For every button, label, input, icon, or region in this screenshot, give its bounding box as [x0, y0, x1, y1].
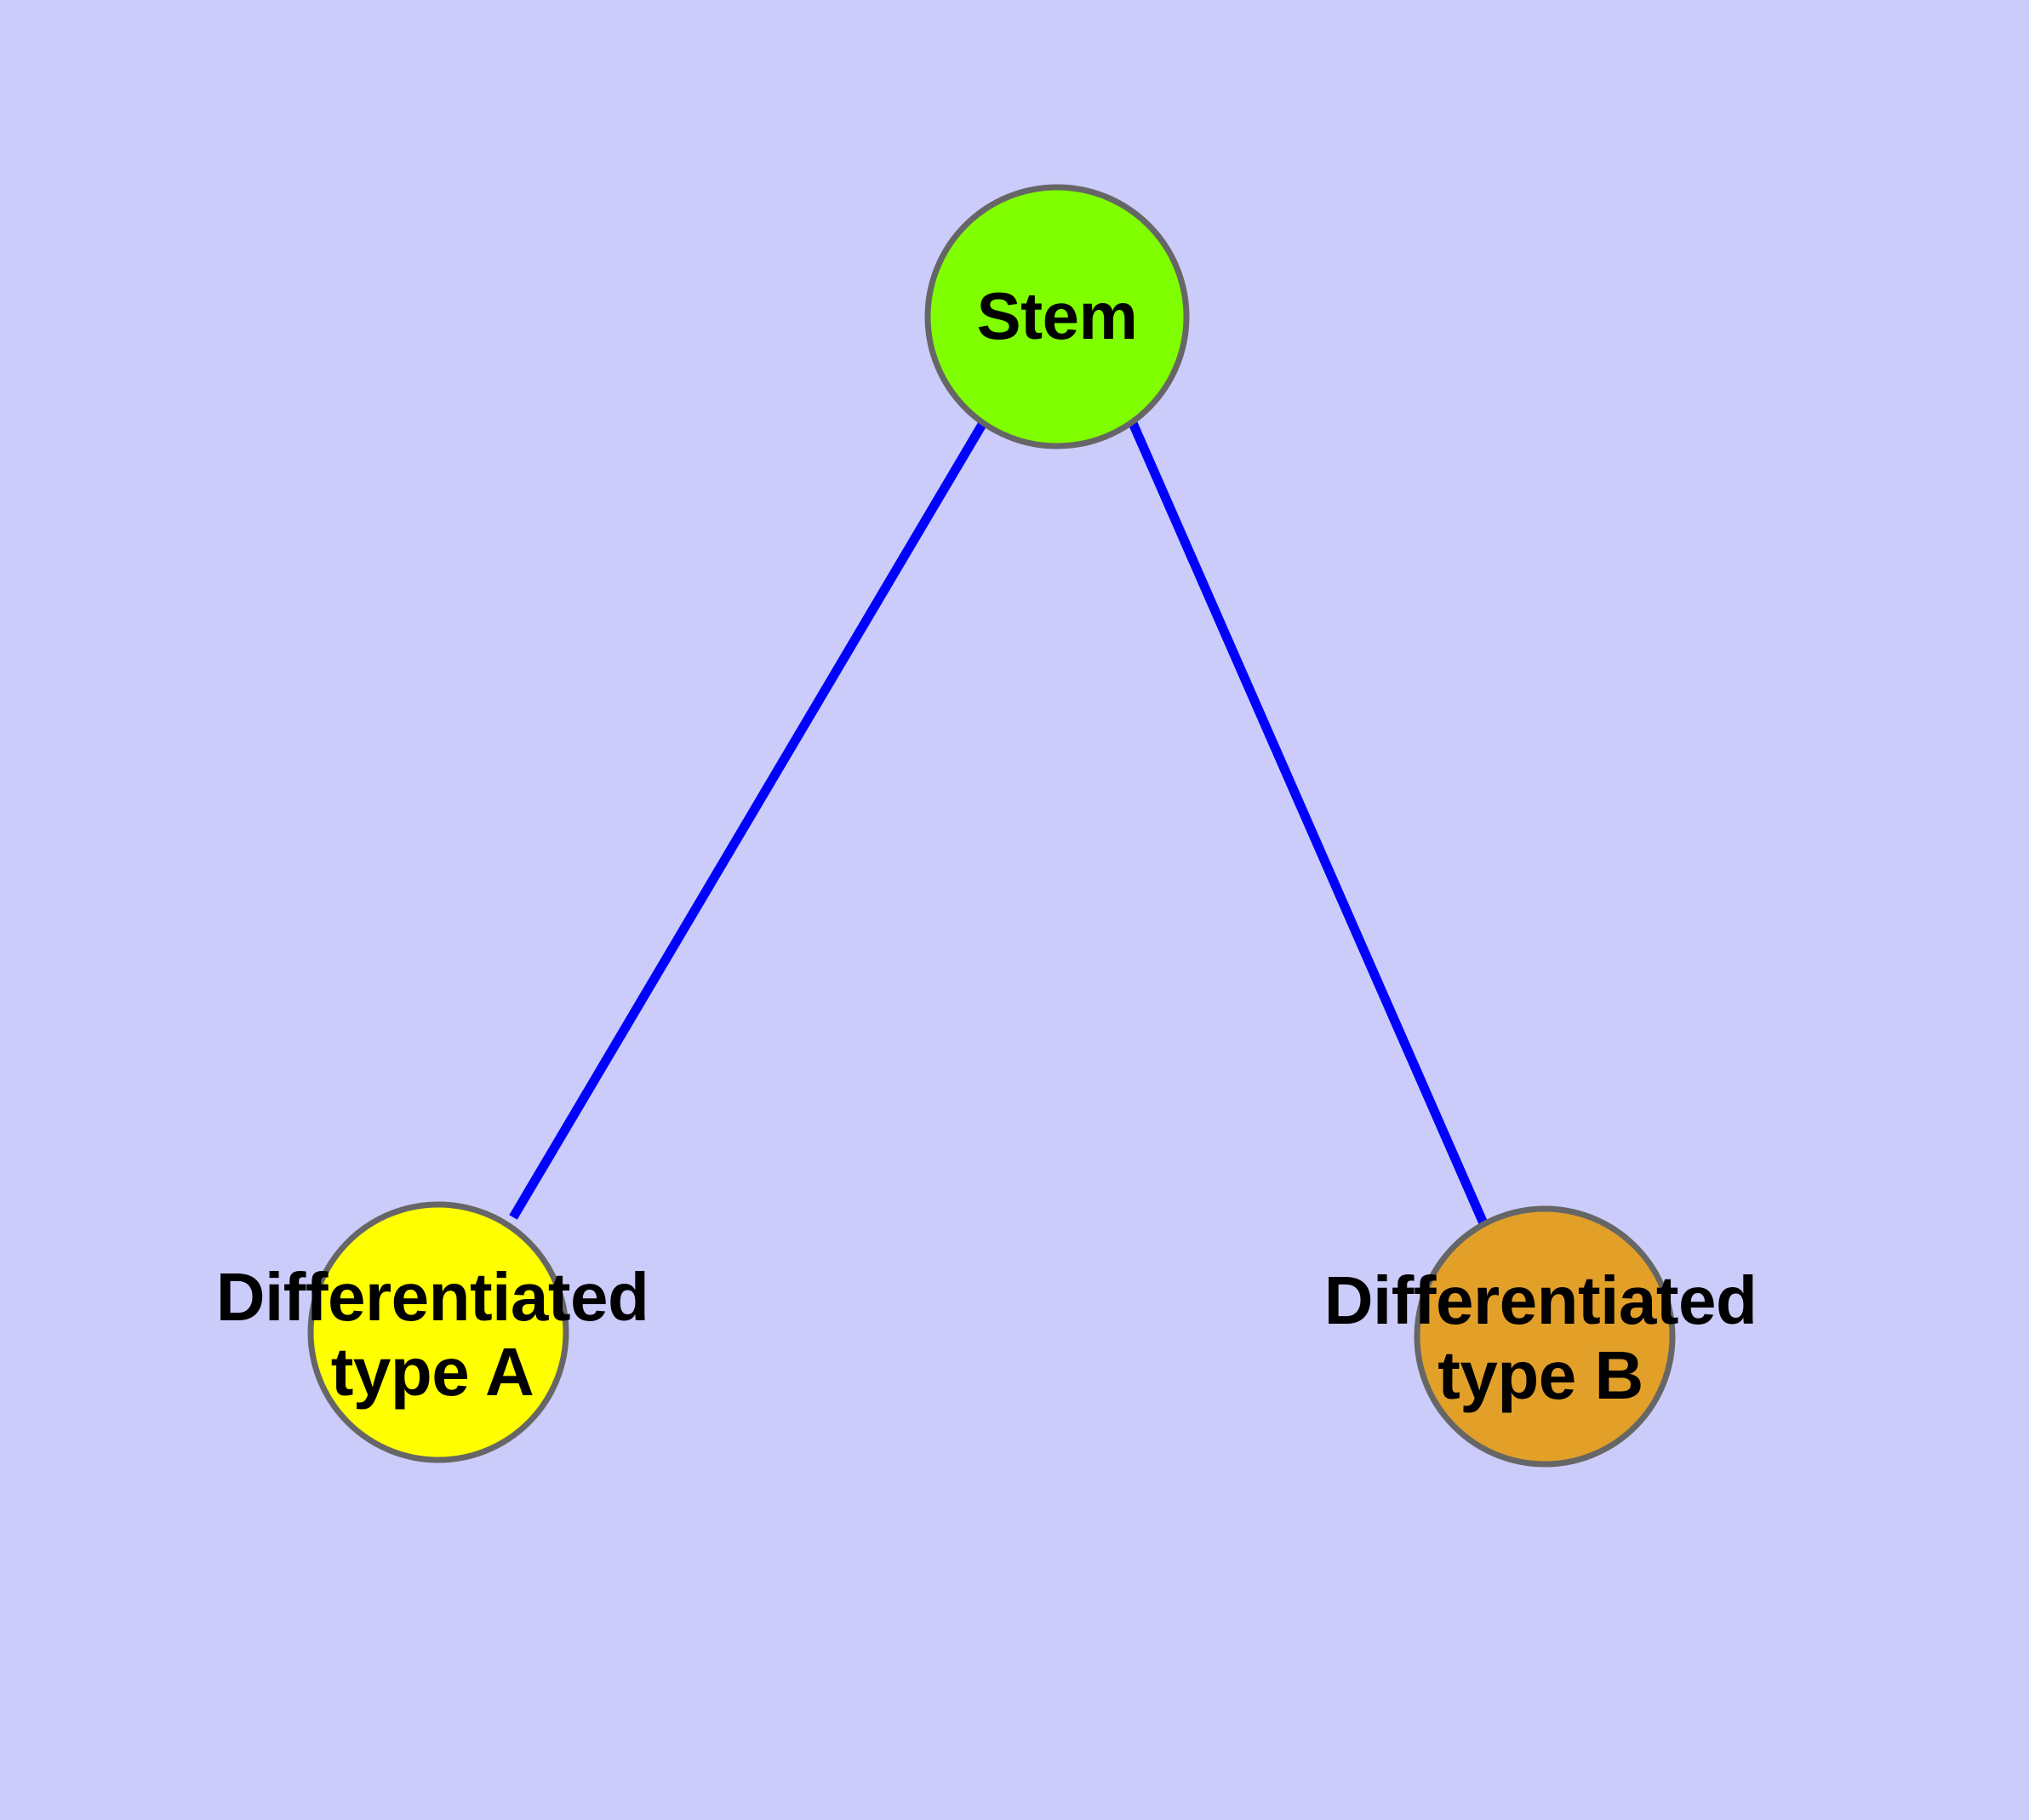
edge-layer: [509, 421, 1489, 1226]
node-differentiated-type-b[interactable]: [1414, 1205, 1676, 1468]
node-stem[interactable]: [924, 184, 1190, 449]
node-layer: [307, 184, 1676, 1468]
edge-stem-to-differentiated-type-a[interactable]: [509, 421, 987, 1220]
node-differentiated-type-a[interactable]: [307, 1201, 569, 1463]
edge-stem-to-differentiated-type-b[interactable]: [1128, 421, 1489, 1226]
